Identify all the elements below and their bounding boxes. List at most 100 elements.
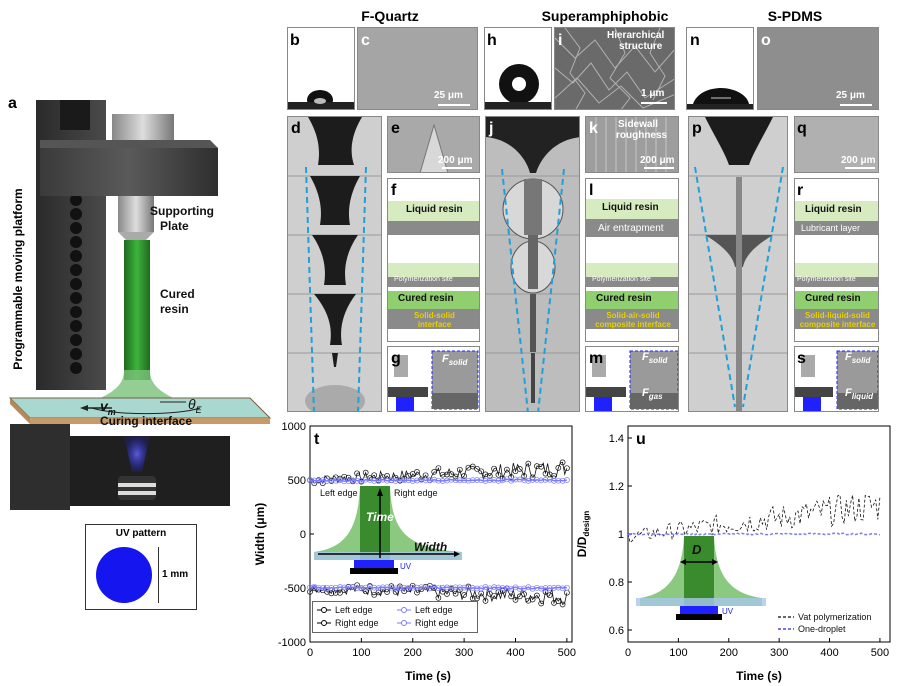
chart-t-point [379,476,386,483]
label-k-1: Sidewall [618,119,659,130]
chart-t-point [345,584,352,591]
panel-b-droplet [287,27,355,110]
chart-t-point [534,476,540,483]
label-i-1: Hierarchical [607,30,665,41]
legend-t-1: Left edge [335,605,373,615]
panel-d-sequence [287,116,382,412]
chart-t-series-2 [309,478,568,483]
chart-u-inset: D UV [636,532,766,624]
panel-letter-d: d [291,120,301,137]
f-liquid-label: Liquid resin [406,204,463,215]
chart-t-point [358,585,365,591]
chart-u-series-1 [628,532,881,536]
chart-t-point [427,477,433,484]
panel-k-sem: Sidewall roughness 200 μm [585,116,679,173]
chart-t-point [307,584,313,591]
plate-label: Plate [160,219,189,233]
chart-t-xtick-label: 100 [352,647,370,659]
chart-t-point [559,601,566,608]
chart-t-point [551,478,557,484]
f-interface-label-2: interface [417,320,452,329]
panel-letter-t: t [314,431,320,448]
chart-t-point [469,585,476,591]
chart-u-ylabel: D/Ddesign [575,511,591,558]
chart-t-point [461,584,467,591]
chart-t-point [564,584,570,591]
chart-t-point [542,589,549,595]
chart-t-point [311,583,318,590]
chart-t-point [508,593,515,600]
chart-t-point [414,469,420,475]
panel-j-sequence [485,116,580,412]
chart-t-point [482,598,489,604]
chart-t-point [538,585,545,592]
r-polymerization-label: Polymerization site [797,276,856,283]
chart-t-point [521,473,527,479]
chart-u-xtick-label: 100 [669,647,687,659]
platform-label: Programmable moving platform [11,188,25,370]
chart-t-point [401,477,408,484]
chart-t-xtick-label: 0 [307,647,313,659]
chart-t-point [474,595,480,602]
chart-t-point [508,477,515,484]
chart-t-point [444,477,450,484]
chart-t-point [341,478,348,485]
chart-t-point [332,474,339,481]
chart-t-point [341,473,348,480]
chart-t-point [555,584,562,591]
chart-t-point [409,478,416,484]
panel-o-sem: 25 μm [757,27,879,110]
chart-t-point [564,477,570,483]
chart-t-point [324,584,330,591]
chart-t-point [469,595,476,602]
chart-t-xtick-label: 200 [404,647,422,659]
chart-t-point [525,460,532,467]
chart-u-ytick-label: 1.4 [609,433,624,445]
chart-t-ytick-label: -1000 [278,637,306,649]
chart-t-point [315,584,322,591]
l-cured-label: Cured resin [596,293,652,304]
chart-u-ytick-label: 1 [618,529,624,541]
chart-t-point [319,585,326,591]
chart-t-point [461,473,467,479]
chart-t-point [337,584,343,590]
chart-t-point [456,477,463,484]
panel-letter-r: r [797,182,804,199]
apparatus-illustration [8,100,272,510]
title-superamphiphobic: Superamphiphobic [541,8,669,24]
uv-dimension: 1 mm [162,569,189,580]
chart-t-point [555,477,562,484]
chart-t-point [431,584,438,591]
chart-t-point [388,584,395,591]
r-cured-label: Cured resin [805,293,861,304]
chart-t-point [388,583,395,589]
panel-letter-g: g [391,350,401,367]
chart-t-point [375,589,382,596]
panel-c-sem: 25 μm [357,27,478,110]
scale-i: 1 μm [641,88,665,99]
chart-t-xtick-label: 300 [455,647,473,659]
scale-c: 25 μm [434,90,463,101]
moving-plate [40,148,218,196]
l-interface-label-1: Solid-air-solid [606,311,660,320]
chart-t-point [435,594,442,601]
inset-u-uv-label: UV [722,607,734,616]
chart-t-point [328,590,335,597]
chart-t-ytick-label: -500 [284,583,306,595]
chart-t-point [499,585,506,591]
chart-u-ytick-label: 0.6 [609,625,624,637]
chart-t-point [439,585,446,591]
chart-t-point [516,466,523,472]
chart-t-point [427,585,433,592]
legend-u-2: One-droplet [798,624,846,634]
chart-t-point [546,585,553,591]
scale-o: 25 μm [836,90,865,101]
panel-letter-p: p [692,120,702,137]
chart-u-legend: Vat polymerization One-droplet [776,611,886,635]
chart-t-point [534,592,540,599]
legend-t-3: Left edge [415,605,453,615]
r-liquid-label: Liquid resin [805,204,862,215]
chart-t-point [405,477,412,483]
chart-t-point [439,588,446,595]
chart-t-point [516,476,523,483]
